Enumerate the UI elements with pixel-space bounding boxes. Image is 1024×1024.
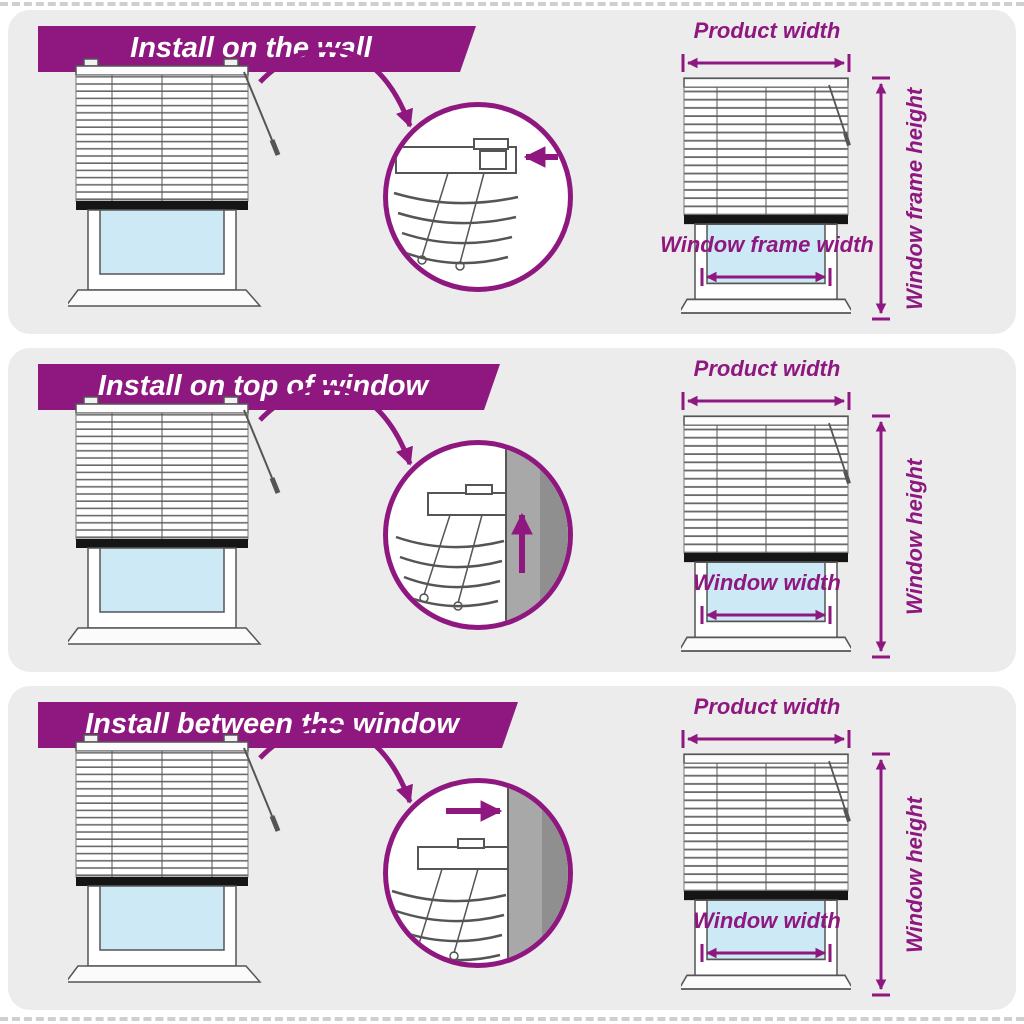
wall-shadow (542, 783, 568, 963)
window-height-arrow (872, 752, 890, 997)
zoom-detail-circle (383, 102, 573, 292)
measurement-diagram: Product width Window width Window height (636, 354, 981, 670)
curved-arrow-icon (258, 385, 413, 466)
panel-title: Install between the window (85, 708, 459, 740)
window-width-arrow (700, 268, 832, 286)
product-width-arrow (681, 54, 851, 72)
panel-install-between: Install between the window Product width (8, 686, 1016, 1010)
mounting-bracket (457, 838, 485, 849)
wall-shadow (540, 445, 568, 625)
window-height-label: Window frame height (902, 87, 927, 310)
headrail (417, 846, 509, 870)
window-height-arrow (872, 76, 890, 321)
panel-install-on-wall: Install on the wall Product width Window… (8, 10, 1016, 334)
window-height-label: Window height (902, 458, 927, 615)
panel-title-banner: Install between the window (38, 702, 518, 748)
cut-line-bottom (0, 1017, 1024, 1021)
window-width-label: Window frame width (660, 232, 874, 257)
panel-install-on-top: Install on top of window Product width (8, 348, 1016, 672)
measurement-diagram: Product width Window width Window height (636, 692, 981, 1008)
window-width-label: Window width (693, 570, 841, 595)
product-width-arrow (681, 392, 851, 410)
window-width-label: Window width (693, 908, 841, 933)
product-width-label: Product width (693, 18, 841, 43)
zoom-detail-circle (383, 440, 573, 630)
curved-arrow-icon (258, 47, 413, 128)
top-mount-detail-art (395, 445, 568, 625)
zoom-detail-circle (383, 778, 573, 968)
panel-title: Install on top of window (97, 370, 429, 402)
headrail (427, 492, 507, 516)
mounting-bracket (465, 484, 493, 495)
mounting-bracket (473, 138, 509, 150)
curved-arrow-icon (258, 723, 413, 804)
window-height-label: Window height (902, 796, 927, 953)
measurement-diagram: Product width Window frame width Window … (636, 16, 981, 332)
product-width-arrow (681, 730, 851, 748)
window-width-arrow (700, 944, 832, 962)
window-height-arrow (872, 414, 890, 659)
product-width-label: Product width (693, 694, 841, 719)
product-width-label: Product width (693, 356, 841, 381)
between-mount-detail-art (391, 783, 568, 963)
cut-line-top (0, 2, 1024, 6)
panel-title-banner: Install on top of window (38, 364, 500, 410)
wall-bracket-detail-art (393, 138, 558, 271)
window-width-arrow (700, 606, 832, 624)
